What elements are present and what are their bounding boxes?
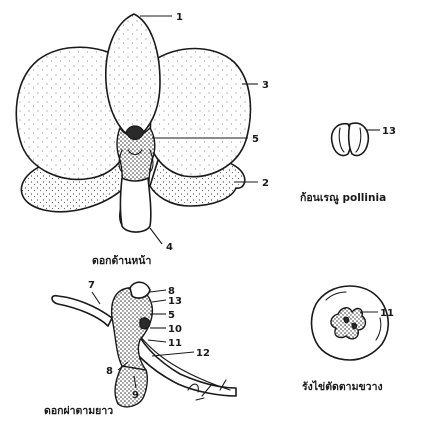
longitudinal-section-figure: 7 8 13 5 10 11 12 8 9 ดอกผ่าตามยาว <box>44 280 236 417</box>
leader-4 <box>150 228 162 244</box>
petal-right <box>150 49 250 177</box>
section-stigma <box>140 318 150 329</box>
caption-longitudinal-section: ดอกผ่าตามยาว <box>44 405 113 417</box>
label-2: 2 <box>262 178 269 189</box>
front-view-flower: 1 3 5 2 4 ดอกด้านหน้า <box>16 12 269 267</box>
ink-mark-d <box>196 398 204 400</box>
label-8-bottom: 8 <box>106 366 113 377</box>
label-7: 7 <box>88 280 95 291</box>
leader-11-section <box>148 340 166 342</box>
pollinium-right <box>349 123 369 155</box>
caption-ovary-cross-section: รังไข่ตัดตามขวาง <box>302 380 383 393</box>
leader-8-top <box>150 290 166 292</box>
label-1: 1 <box>176 12 183 23</box>
ovule-b <box>352 323 357 329</box>
label-5-section: 5 <box>168 310 175 321</box>
section-anther-cap <box>130 282 150 298</box>
label-13-pollinia: 13 <box>382 126 396 137</box>
label-5: 5 <box>252 134 259 145</box>
column-tip <box>126 126 144 140</box>
label-4: 4 <box>166 242 173 253</box>
label-3: 3 <box>262 80 269 91</box>
leader-7 <box>92 292 100 304</box>
leader-13-section <box>152 300 166 302</box>
label-10: 10 <box>168 324 182 335</box>
lip-lobe <box>121 178 151 232</box>
label-12: 12 <box>196 348 210 359</box>
section-dorsal-sepal <box>52 296 112 326</box>
label-9: 9 <box>132 390 139 401</box>
label-11-section: 11 <box>168 338 182 349</box>
ovule-a <box>344 317 349 323</box>
caption-front-view: ดอกด้านหน้า <box>92 254 151 267</box>
label-11-ovary: 11 <box>380 308 394 319</box>
pollinia-figure: 13 ก้อนเรณู pollinia <box>300 123 396 205</box>
ovary-cross-section-figure: 11 รังไข่ตัดตามขวาง <box>302 286 394 393</box>
label-13-section: 13 <box>168 296 182 307</box>
caption-pollinia: ก้อนเรณู pollinia <box>300 191 386 205</box>
